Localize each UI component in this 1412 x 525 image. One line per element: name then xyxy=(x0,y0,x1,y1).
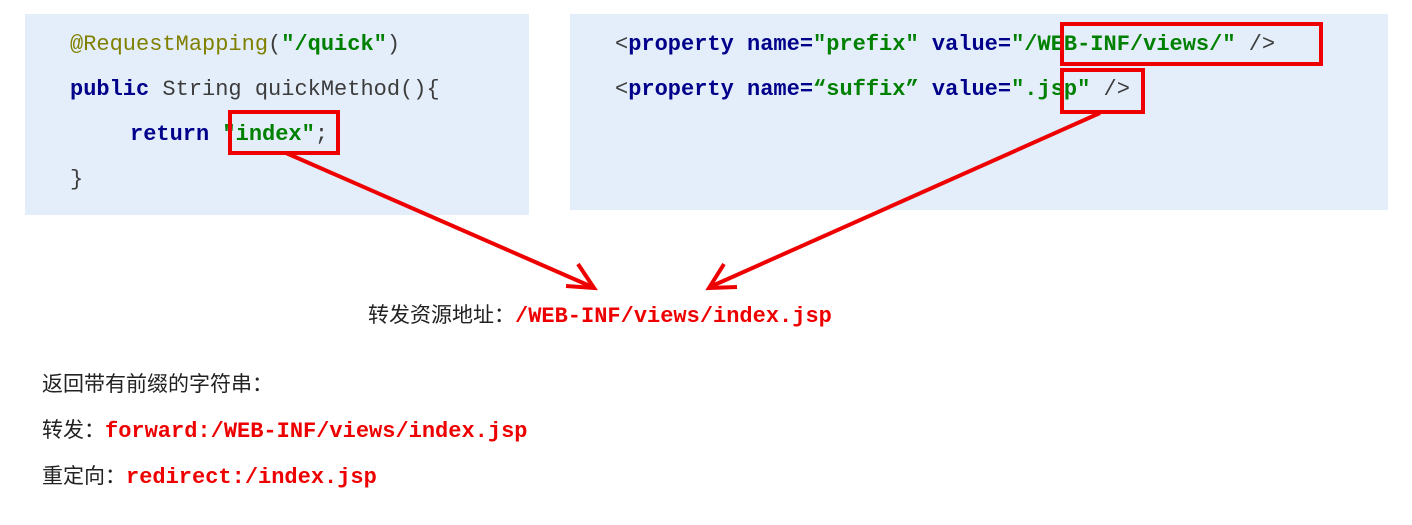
arrowhead-right xyxy=(705,262,738,291)
return-value-index: "index" xyxy=(222,122,315,147)
highlight-box-prefix xyxy=(1060,22,1323,66)
redirect-value: redirect:/index.jsp xyxy=(126,465,377,490)
forward-resource-address: 转发资源地址：/WEB-INF/views/index.jsp xyxy=(368,302,832,330)
forward-address-label: 转发资源地址： xyxy=(368,303,515,327)
tag-open-lt: < xyxy=(615,32,629,57)
highlight-box-index xyxy=(228,110,340,155)
mapping-path-string: "/quick" xyxy=(281,32,387,57)
arrowhead-left xyxy=(565,262,598,291)
view-resolver-config-panel xyxy=(570,14,1388,210)
keyword-public: public xyxy=(70,77,150,102)
notes-heading: 返回带有前缀的字符串： xyxy=(42,372,273,396)
keyword-return: return xyxy=(130,122,210,147)
forward-address-value: /WEB-INF/views/index.jsp xyxy=(515,304,832,329)
paren-open: ( xyxy=(268,32,282,57)
redirect-label: 重定向： xyxy=(42,464,126,488)
forward-label: 转发： xyxy=(42,418,105,442)
attr-value: value= xyxy=(931,32,1012,57)
code-line-return: return "index"; xyxy=(130,122,328,148)
code-line-method-signature: public String quickMethod(){ xyxy=(70,77,440,103)
arrow-line-left xyxy=(285,151,591,288)
config-line-suffix: <property name=“suffix” value=".jsp" /> xyxy=(615,77,1130,103)
tag-property: property xyxy=(628,32,734,57)
arrow-line-right xyxy=(711,111,1101,288)
forward-value: forward:/WEB-INF/views/index.jsp xyxy=(105,419,528,444)
highlight-box-suffix xyxy=(1060,68,1145,114)
code-line-request-mapping: @RequestMapping("/quick") xyxy=(70,32,400,58)
tag-self-close: /> xyxy=(1090,77,1130,102)
tag-property: property xyxy=(628,77,734,102)
paren-close: ) xyxy=(386,32,401,57)
tag-self-close: /> xyxy=(1235,32,1276,57)
annotation-request-mapping: @RequestMapping xyxy=(70,32,269,57)
name-suffix-value: “suffix” xyxy=(813,77,919,102)
code-line-closing-brace: } xyxy=(70,167,84,192)
semicolon: ; xyxy=(314,122,329,147)
prefix-value-string: "/WEB-INF/views/" xyxy=(1011,32,1236,57)
name-prefix-value: "prefix" xyxy=(813,32,919,57)
controller-code-panel xyxy=(25,14,529,215)
attr-name: name= xyxy=(747,77,814,102)
config-line-prefix: <property name="prefix" value="/WEB-INF/… xyxy=(615,32,1275,58)
attr-name: name= xyxy=(747,32,814,57)
attr-value: value= xyxy=(931,77,1012,102)
tag-open-lt: < xyxy=(615,77,629,102)
suffix-value-string: ".jsp" xyxy=(1011,77,1091,102)
method-signature-rest: String quickMethod(){ xyxy=(149,77,440,102)
forward-line: 转发：forward:/WEB-INF/views/index.jsp xyxy=(42,417,527,445)
redirect-line: 重定向：redirect:/index.jsp xyxy=(42,463,377,491)
